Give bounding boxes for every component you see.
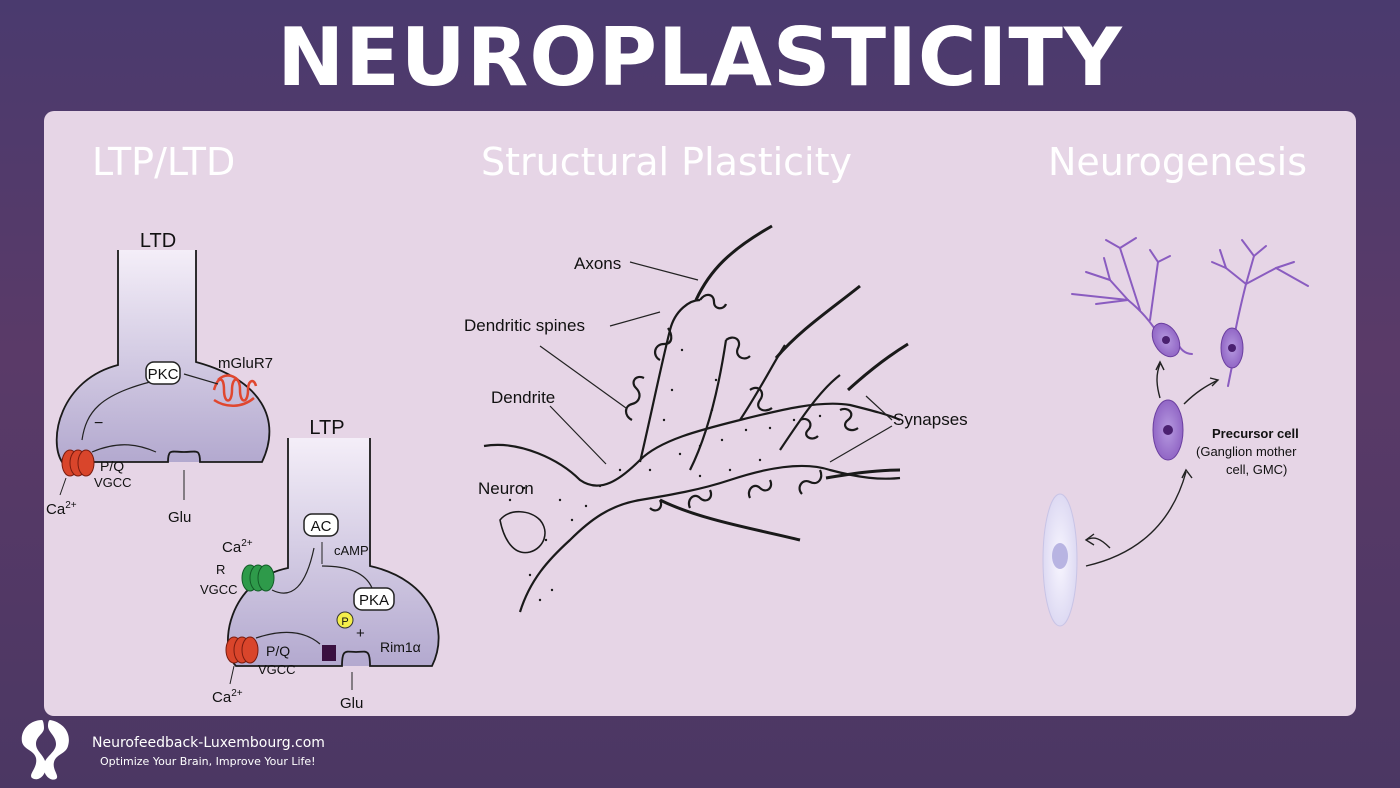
gmc-label-line1: (Ganglion mother <box>1196 444 1297 459</box>
pka-label: PKA <box>359 592 389 609</box>
camp-label: cAMP <box>334 543 369 558</box>
pkc-to-vgcc-arrow <box>81 381 151 441</box>
vgcc-bottom-flow-arrow <box>255 631 321 645</box>
section-title-ltp-ltd: LTP/LTD <box>92 140 236 184</box>
glu-top-label: Glu <box>168 509 191 526</box>
calcium-top-label: Ca2+ <box>46 500 77 518</box>
dendritic-spines-label: Dendritic spines <box>464 316 585 335</box>
phosphate-circle <box>336 611 354 629</box>
pkc-box <box>145 361 181 385</box>
vgcc-flow-arrow <box>91 444 157 453</box>
plus-sign: + <box>356 625 365 642</box>
mglur7-receptor-icon <box>212 374 258 407</box>
dendrite-stipple <box>508 348 822 602</box>
rim-label: Rim1α <box>380 639 421 655</box>
glu-bottom-label: Glu <box>340 695 363 712</box>
stem-cell-nucleus <box>1052 543 1068 569</box>
lineage-arrows <box>1084 360 1220 567</box>
precursor-nucleus <box>1163 425 1173 435</box>
ltd-terminal <box>55 250 271 463</box>
ca-to-ac-arrow <box>271 547 315 594</box>
brand-logo-icon <box>21 720 69 780</box>
neuron-left-nucleus <box>1162 336 1170 344</box>
ltd-label: LTD <box>140 230 176 252</box>
calcium-top-pointer <box>59 477 67 496</box>
axons-pointer <box>629 261 699 281</box>
calcium-mid-label: Ca2+ <box>222 538 253 556</box>
section-title-neurogenesis: Neurogenesis <box>1048 140 1308 184</box>
gmc-label-line2: cell, GMC) <box>1226 462 1287 477</box>
pq-vgcc-top-icon <box>61 449 95 477</box>
spines-pointer-2 <box>539 345 627 409</box>
pq-vgcc-bottom-icon <box>225 636 259 664</box>
footer-tagline: Optimize Your Brain, Improve Your Life! <box>100 755 316 768</box>
synapses-label: Synapses <box>893 410 968 429</box>
mglur-to-pkc-arrow <box>183 373 219 385</box>
mglur7-label: mGluR7 <box>218 355 273 372</box>
pq-top-label: P/Q <box>100 458 124 474</box>
phosphate-label: P <box>341 616 348 628</box>
pq-bottom-label: P/Q <box>266 643 290 659</box>
rim1-vesicle <box>322 645 336 661</box>
pkc-label: PKC <box>148 366 179 383</box>
dendrite-pointer <box>549 405 607 465</box>
neuron-right-nucleus <box>1228 344 1236 352</box>
synapses-pointer-1 <box>865 395 893 421</box>
precursor-cell-label: Precursor cell <box>1212 426 1299 441</box>
axons-label: Axons <box>574 254 621 273</box>
camp-to-pka-arrow <box>321 565 373 589</box>
minus-sign: − <box>94 415 103 432</box>
calcium-bottom-label: Ca2+ <box>212 688 243 706</box>
vgcc-top-label: VGCC <box>94 475 132 490</box>
ac-label: AC <box>311 518 332 535</box>
synapses-pointer-2 <box>829 425 893 463</box>
dendrite-label: Dendrite <box>491 388 555 407</box>
vgcc-mid-label: VGCC <box>200 582 238 597</box>
spines-pointer <box>609 311 661 327</box>
r-label: R <box>216 562 225 577</box>
footer-website: Neurofeedback-Luxembourg.com <box>92 735 325 751</box>
vgcc-bottom-label: VGCC <box>258 662 296 677</box>
section-title-structural-plasticity: Structural Plasticity <box>481 140 853 184</box>
ac-box <box>303 513 339 537</box>
ltp-label: LTP <box>309 417 344 439</box>
r-vgcc-green-icon <box>241 564 275 592</box>
neuron-label: Neuron <box>478 479 534 498</box>
page-title: NEUROPLASTICITY <box>277 11 1123 104</box>
calcium-bottom-pointer <box>229 665 235 685</box>
pka-box <box>353 587 395 611</box>
dendrite-drawing <box>483 224 909 613</box>
